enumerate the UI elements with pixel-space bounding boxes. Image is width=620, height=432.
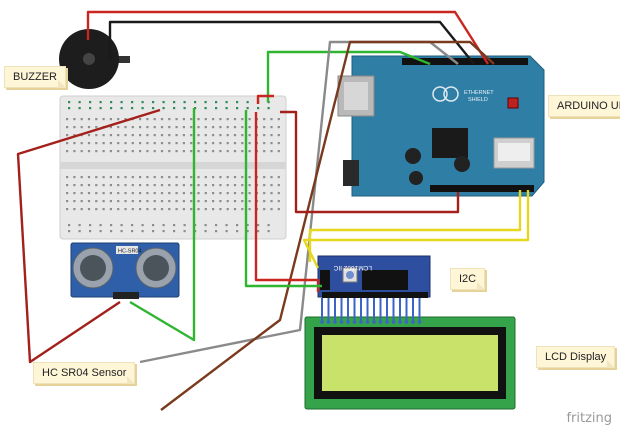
wire-red-shield xyxy=(256,94,274,104)
ethernet-shield-line2: SHIELD xyxy=(468,97,488,103)
breadboard xyxy=(59,95,287,240)
ethernet-shield-line1: ETHERNET xyxy=(464,90,494,96)
wire-darkred-arduino xyxy=(280,110,460,214)
arduino-label: ARDUINO UNO xyxy=(548,95,620,117)
fritzing-brand: fritzing xyxy=(566,411,612,426)
wires xyxy=(16,10,530,411)
arduino-uno-board: ETHERNET SHIELD xyxy=(337,55,545,197)
hc-sr04-sensor: HC-SR04 xyxy=(70,242,180,299)
wire-yellow-scl xyxy=(308,190,522,262)
wire-green-breadboard xyxy=(266,50,431,102)
i2c-pin-label: VCC xyxy=(303,274,313,279)
svg-text:ETHERNET SHIELD: ETHERNET SHIELD xyxy=(464,90,495,103)
i2c-pin-label: GND xyxy=(303,280,314,285)
wire-green-i2c xyxy=(244,110,322,288)
wire-green-sensor xyxy=(129,108,196,342)
hc-sr04-label: HC SR04 Sensor xyxy=(33,362,136,384)
wire-red-sensor xyxy=(16,108,161,364)
i2c-label: I2C xyxy=(450,268,486,290)
wire-yellow-sda xyxy=(302,190,530,269)
wire-gray-arduino xyxy=(139,40,459,364)
buzzer-label: BUZZER xyxy=(4,66,66,88)
buzzer-component xyxy=(59,29,130,89)
wire-brown-arduino xyxy=(160,40,495,411)
lcd-label: LCD Display xyxy=(536,346,616,368)
wire-red-buzzer xyxy=(86,10,490,65)
i2c-pin-label: SDA xyxy=(303,268,312,273)
i2c-module-label: LCM1602 IIC xyxy=(333,264,372,271)
lcd-display xyxy=(304,298,516,410)
sensor-model-text: HC-SR04 xyxy=(118,249,142,255)
